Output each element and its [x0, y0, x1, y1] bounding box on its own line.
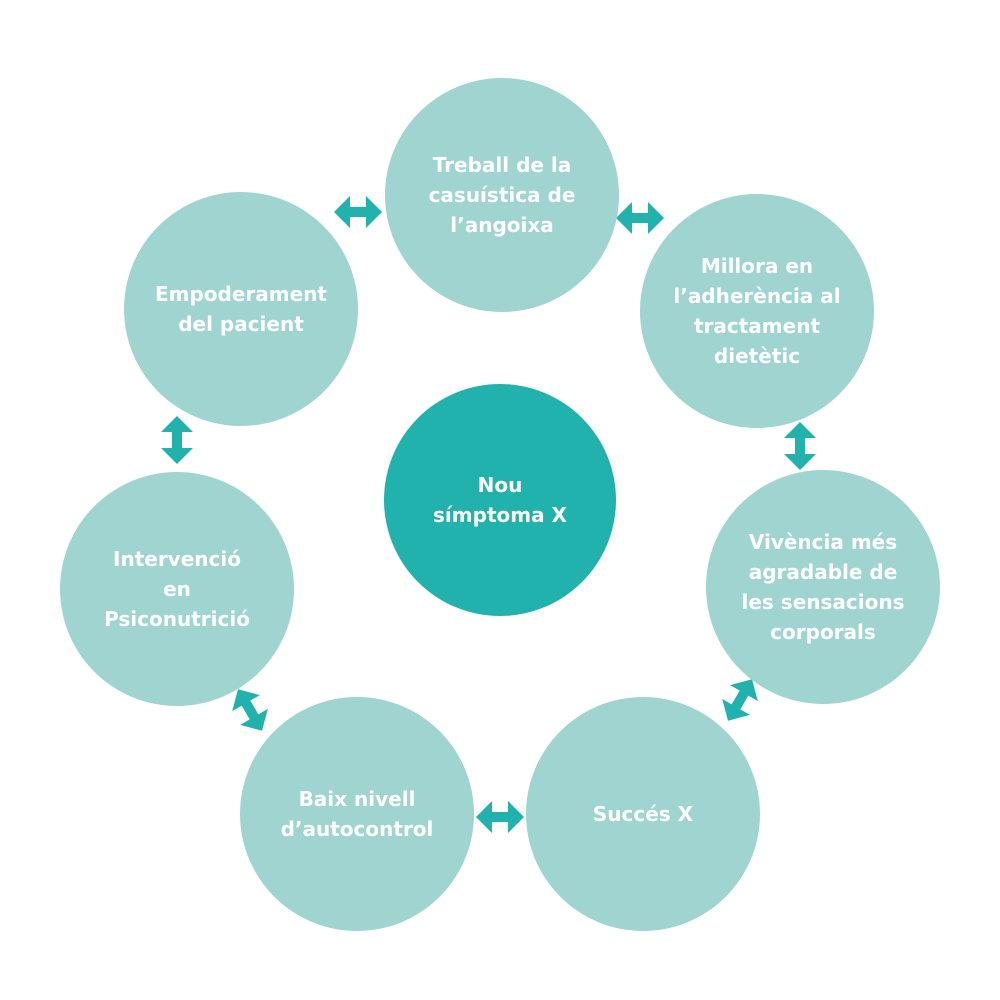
double-arrow-icon — [161, 416, 193, 464]
node-succes-x: Succés X — [526, 697, 760, 931]
node-vivencia-sensacions: Vivència més agradable de les sensacions… — [706, 470, 940, 704]
center-node: Nou símptoma X — [384, 384, 616, 616]
node-intervencio-psiconutricio: Intervenció en Psiconutrició — [60, 472, 294, 706]
arrow-shape — [616, 202, 664, 234]
node-label: Empoderament del pacient — [154, 282, 327, 336]
double-arrow-icon — [476, 801, 524, 833]
double-arrow-icon — [784, 422, 816, 470]
node-treball-casuistica: Treball de la casuística de l’angoixa — [385, 78, 619, 312]
arrow-shape — [722, 679, 758, 721]
node-label: Succés X — [592, 802, 694, 826]
arrow-shape — [232, 689, 268, 731]
node-empoderament-pacient: Empoderament del pacient — [124, 192, 358, 426]
node-label: Treball de la casuística de l’angoixa — [428, 153, 576, 237]
arrow-shape — [161, 416, 193, 464]
center-node-label: Nou símptoma X — [433, 473, 567, 527]
node-label: Millora en l’adherència al tractament di… — [673, 254, 841, 368]
node-label: Baix nivell d’autocontrol — [280, 787, 434, 841]
arrow-shape — [784, 422, 816, 470]
double-arrow-icon — [334, 196, 382, 228]
node-label: Vivència més agradable de les sensacions… — [741, 530, 905, 644]
double-arrow-icon — [722, 679, 758, 721]
node-baix-autocontrol: Baix nivell d’autocontrol — [240, 697, 474, 931]
node-millora-adherencia: Millora en l’adherència al tractament di… — [640, 194, 874, 428]
arrow-shape — [334, 196, 382, 228]
double-arrow-icon — [232, 689, 268, 731]
node-label: Intervenció en Psiconutrició — [104, 547, 250, 631]
double-arrow-icon — [616, 202, 664, 234]
arrow-shape — [476, 801, 524, 833]
